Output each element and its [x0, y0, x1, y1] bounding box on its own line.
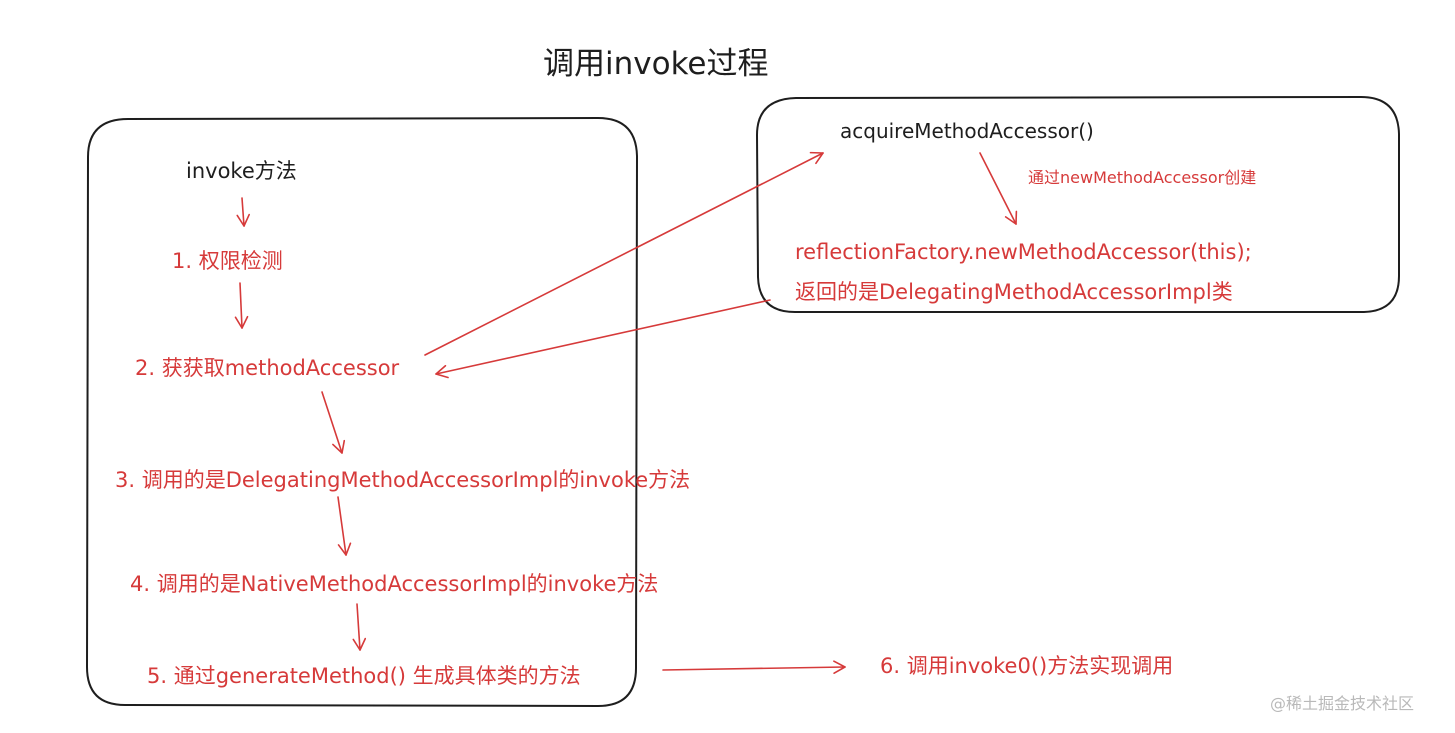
step-3-label: 3. 调用的是DelegatingMethodAccessorImpl的invo… [115, 468, 691, 492]
arrow-invoke-to-step1 [236, 197, 251, 227]
right-container-box [755, 95, 1400, 313]
step-2-label: 2. 获获取methodAccessor [135, 356, 400, 380]
diagram-title: 调用invoke过程 [543, 46, 769, 82]
arrow-step2-to-acquire [424, 151, 824, 356]
reflection-factory-call: reflectionFactory.newMethodAccessor(this… [795, 240, 1252, 264]
new-method-accessor-note: 通过newMethodAccessor创建 [1028, 168, 1257, 187]
step-5-label: 5. 通过generateMethod() 生成具体类的方法 [147, 664, 581, 688]
acquire-method-accessor-label: acquireMethodAccessor() [840, 119, 1094, 143]
arrow-acquire-to-reflection [979, 152, 1018, 225]
arrow-step4-to-step5 [352, 603, 367, 651]
step-4-label: 4. 调用的是NativeMethodAccessorImpl的invoke方法 [130, 572, 659, 596]
arrow-step2-to-step3 [321, 391, 346, 454]
invoke-method-label: invoke方法 [186, 159, 297, 183]
watermark: @稀土掘金技术社区 [1270, 694, 1415, 713]
return-type-label: 返回的是DelegatingMethodAccessorImpl类 [795, 280, 1233, 304]
step-6-label: 6. 调用invoke0()方法实现调用 [880, 654, 1174, 678]
step-1-label: 1. 权限检测 [172, 249, 283, 273]
arrow-step3-to-step4 [337, 496, 352, 556]
arrow-step5-to-step6 [662, 660, 846, 674]
arrow-step1-to-step2 [234, 282, 249, 329]
left-container-box [85, 116, 639, 708]
arrow-return-to-step2 [435, 299, 771, 379]
